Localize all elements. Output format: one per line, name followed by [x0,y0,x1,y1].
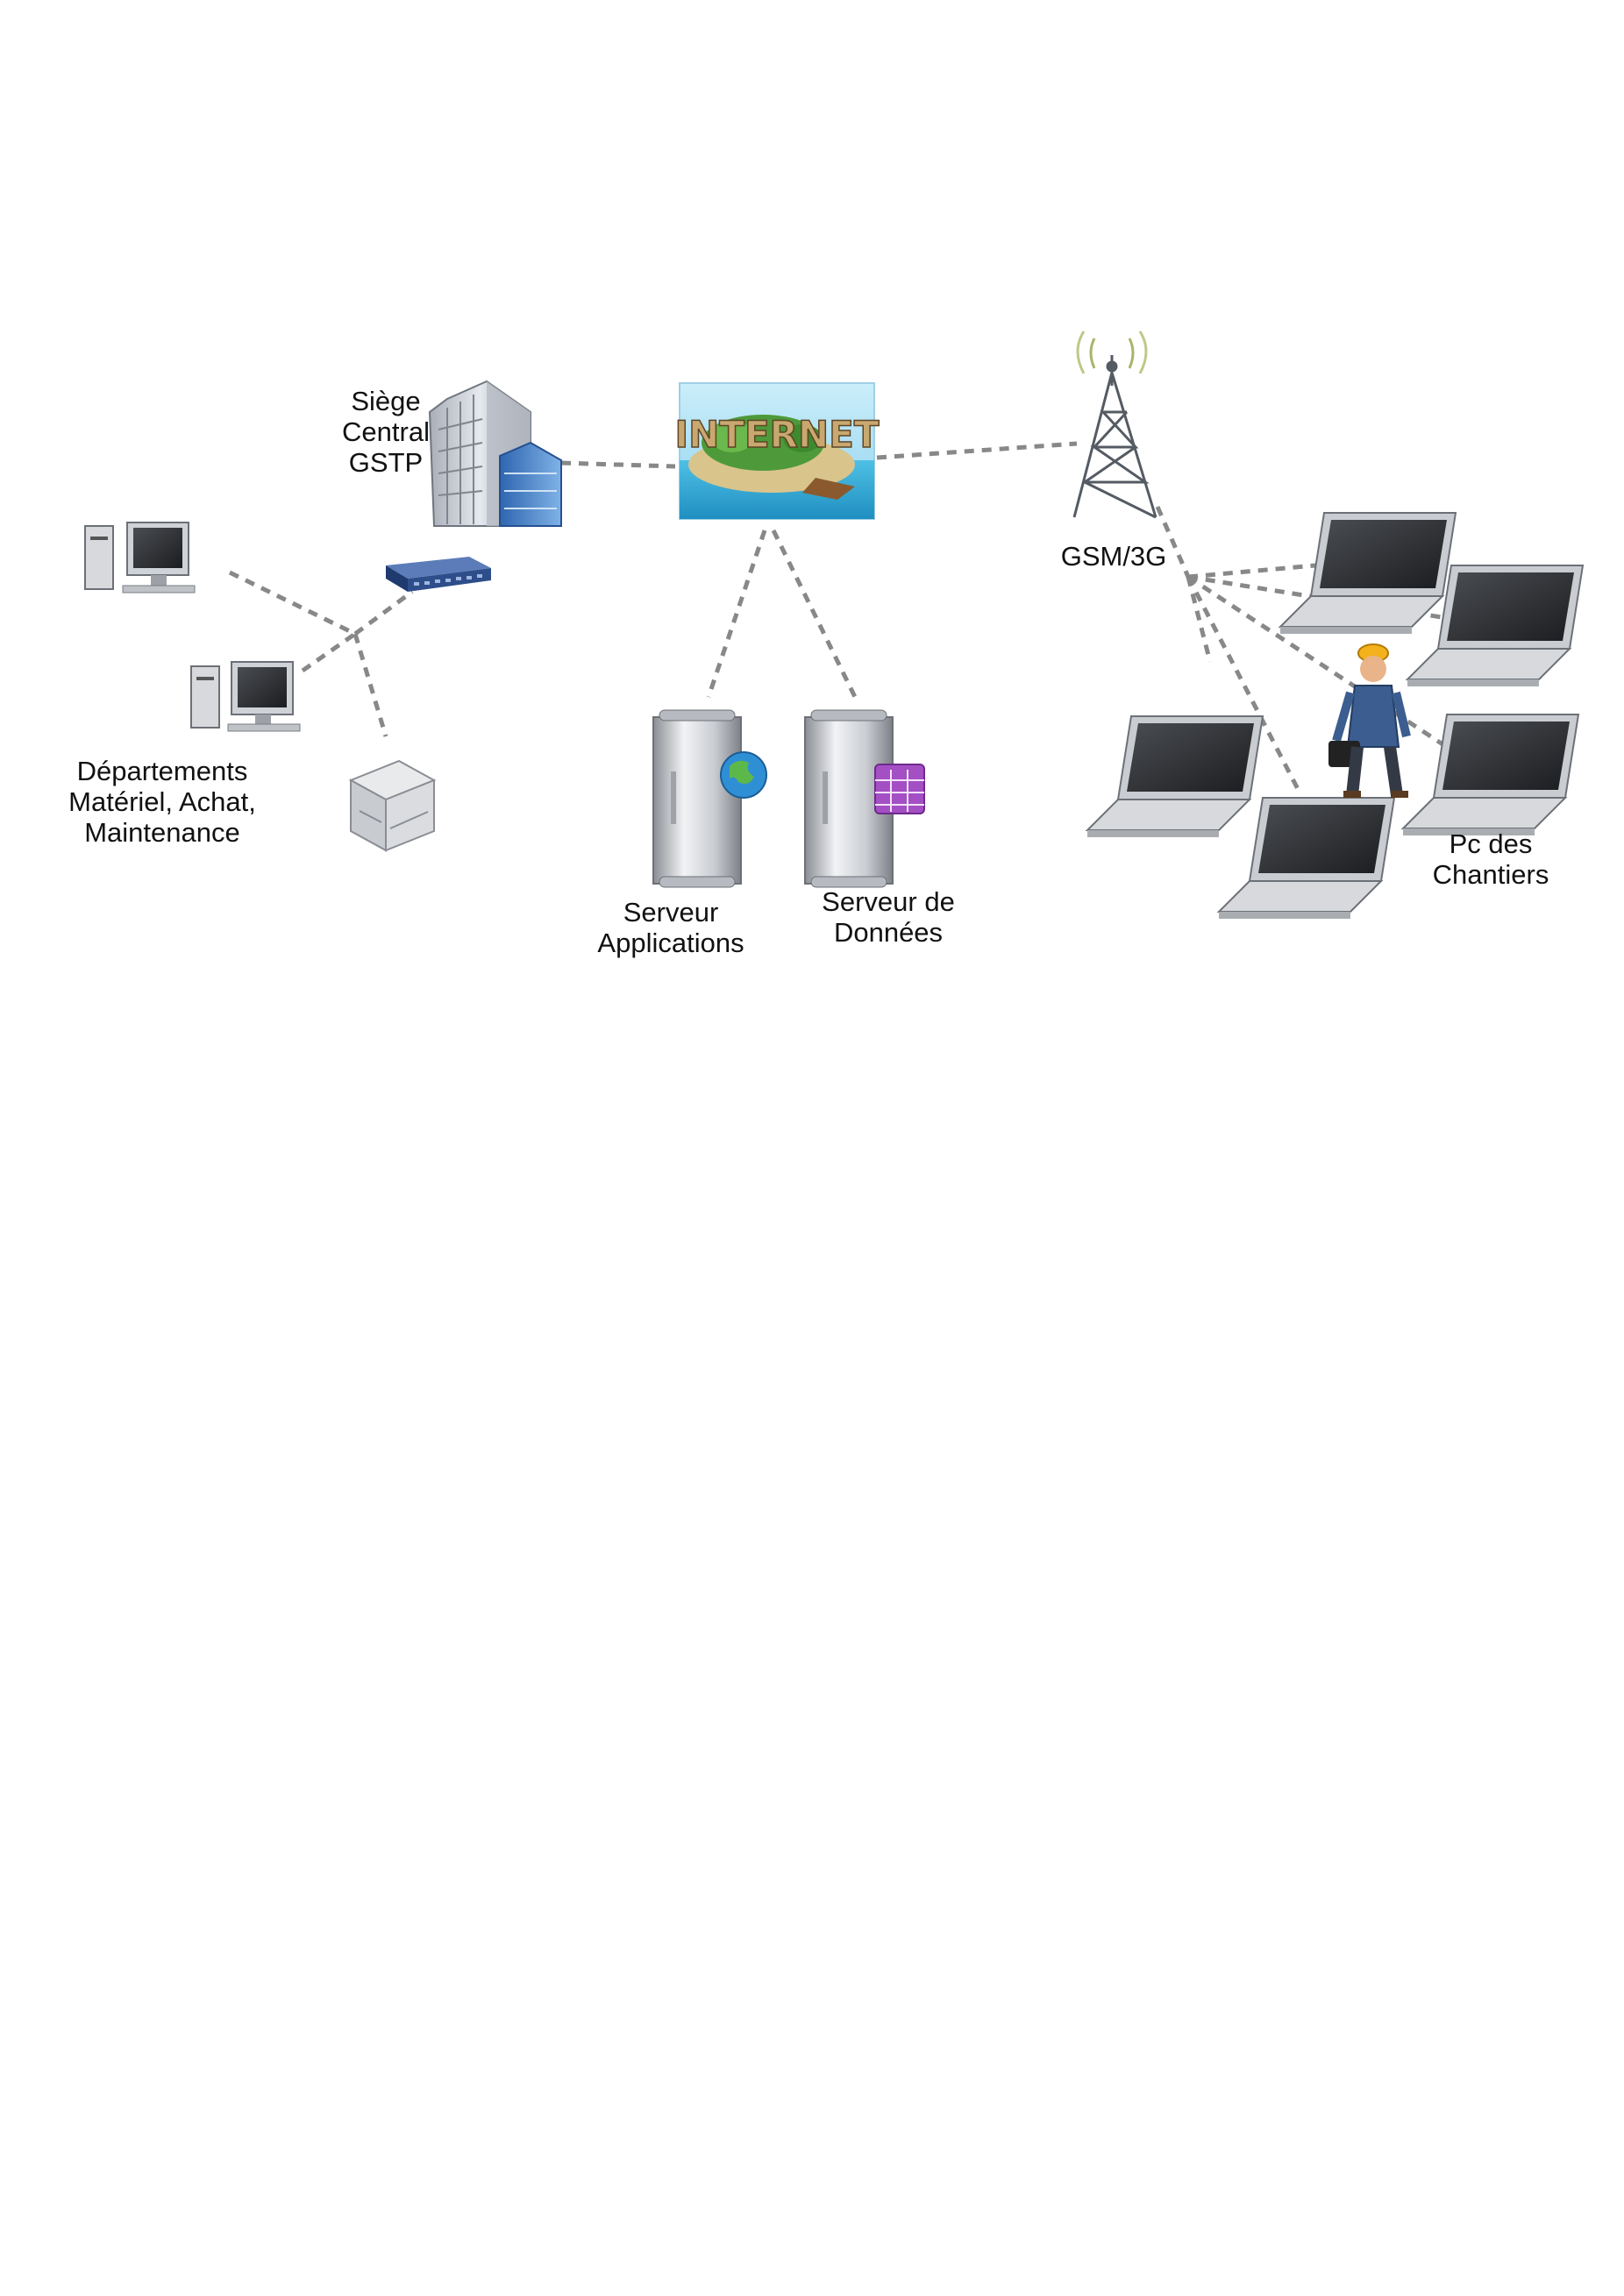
internet-sign-text: INTERNET [675,413,880,456]
laptop-icon [1278,512,1457,634]
link-internet-server-data [771,529,858,699]
link-laptop5 [1186,574,1462,758]
office-building-icon [428,380,562,527]
link-desktop2-hub [301,631,357,673]
desktop-computer-icon [84,522,196,594]
link-laptop3 [1186,576,1213,663]
link-laptop4 [1186,575,1300,791]
link-siege-internet [560,460,676,469]
network-switch-icon [386,557,491,592]
label-pc-chantiers: Pc des Chantiers [1432,828,1549,890]
link-hub-printer [353,633,388,737]
link-internet-server-apps [706,530,767,698]
antenna-tower-icon [1072,331,1157,519]
link-laptop1 [1187,563,1316,579]
link-tower-hub [1155,505,1191,579]
server-database-icon [804,709,925,888]
label-gsm-3g: GSM/3G [1060,541,1167,572]
desktop-computer-icon [190,661,301,732]
laptop-icon [1085,715,1264,837]
label-departements: Départements Matériel, Achat, Maintenanc… [68,756,256,848]
server-globe-icon [652,709,767,888]
laptop-icon [1400,714,1580,835]
printer-icon [348,759,437,852]
label-serveur-donnees: Serveur de Données [822,886,955,948]
internet-island-icon: INTERNET [674,382,880,520]
link-internet-tower [876,441,1078,460]
construction-worker-icon [1328,643,1411,798]
link-desktop1-hub [228,570,357,636]
label-serveur-applications: Serveur Applications [597,897,744,958]
laptop-icon [1405,565,1585,686]
link-hub-switch [353,589,414,636]
laptop-icon [1216,797,1396,919]
label-siege-central: Siège Central GSTP [342,386,430,478]
